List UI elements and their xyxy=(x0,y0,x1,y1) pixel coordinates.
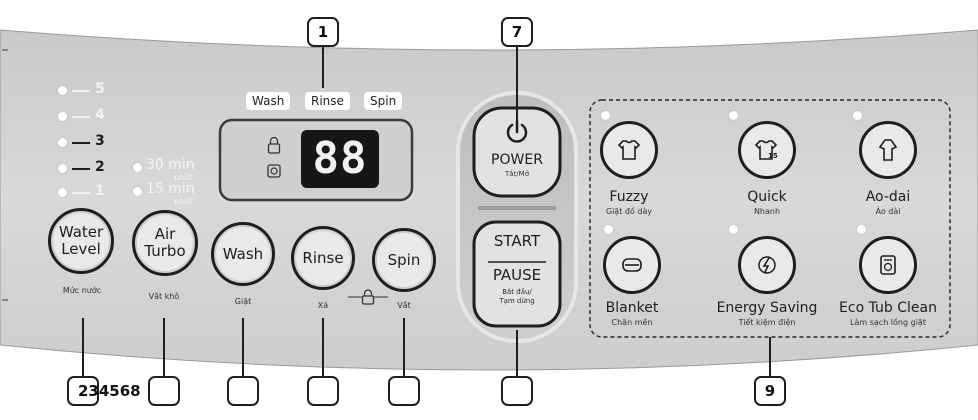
stage-spin-label: Spin xyxy=(364,92,403,110)
rinse-sublabel: Xả xyxy=(317,301,329,310)
blanket-icon xyxy=(622,258,642,272)
fuzzy-label: Fuzzy xyxy=(609,189,649,205)
water-level-1: 1 xyxy=(95,183,105,199)
shirt-icon xyxy=(617,140,641,160)
blanket-sublabel: Chăn mền xyxy=(611,318,653,327)
spin-button[interactable]: Spin xyxy=(372,228,436,292)
callout-6 xyxy=(388,376,420,406)
ao-dai-label: Ao-dai xyxy=(865,189,911,205)
callout-1: 1 xyxy=(307,17,339,47)
water-level-3: 3 xyxy=(95,133,105,149)
air-turbo-led-15 xyxy=(133,187,142,196)
callout-2 xyxy=(67,376,99,406)
water-level-led-4 xyxy=(58,112,67,121)
air-turbo-30-min: 30 min xyxy=(146,157,195,173)
pause-label: PAUSE xyxy=(492,266,542,284)
door-lock-icon xyxy=(267,136,281,154)
ao-dai-button[interactable] xyxy=(859,121,917,179)
ao-dai-icon xyxy=(878,139,898,161)
callout-4 xyxy=(227,376,259,406)
eco-tub-clean-button[interactable] xyxy=(859,236,917,294)
fuzzy-button[interactable] xyxy=(600,121,658,179)
stage-wash-label: Wash xyxy=(246,92,291,110)
quick-sublabel: Nhanh xyxy=(753,207,781,216)
ao-dai-sublabel: Áo dài xyxy=(875,207,901,216)
digit-display: 88 xyxy=(301,130,379,188)
tub-clean-icon xyxy=(880,255,896,275)
power-button[interactable]: POWER Tắt/Mở xyxy=(474,108,560,196)
start-pause-button[interactable]: START PAUSE Bắt đầu/ Tạm dừng xyxy=(474,222,560,326)
water-level-led-1 xyxy=(58,188,67,197)
start-label: START xyxy=(493,232,541,250)
callout-3 xyxy=(148,376,180,406)
tub-clean-indicator-icon xyxy=(267,164,281,178)
child-lock-icon xyxy=(361,289,375,305)
power-icon xyxy=(506,119,528,143)
energy-saving-icon xyxy=(758,256,776,274)
water-level-led-3 xyxy=(58,138,67,147)
quick-label: Quick xyxy=(747,189,787,205)
spin-sublabel: Vắt xyxy=(397,301,411,310)
display-digits: 88 xyxy=(312,133,368,184)
power-label: POWER xyxy=(491,152,543,168)
water-level-2: 2 xyxy=(95,159,105,175)
rinse-button[interactable]: Rinse xyxy=(291,226,355,290)
fuzzy-sublabel: Giặt đồ dày xyxy=(605,207,653,216)
energy-saving-label: Energy Saving xyxy=(716,300,818,316)
air-turbo-led-30 xyxy=(133,163,142,172)
quick-button[interactable]: 15 xyxy=(738,121,796,179)
energy-saving-button[interactable] xyxy=(738,236,796,294)
svg-text:15: 15 xyxy=(768,152,778,160)
eco-tub-clean-sublabel: Làm sạch lồng giặt xyxy=(850,318,926,327)
blanket-label: Blanket xyxy=(605,300,659,316)
quick-shirt-icon: 15 xyxy=(754,140,778,160)
merged-callout-numbers: 234568 xyxy=(78,382,141,400)
callout-5 xyxy=(307,376,339,406)
energy-saving-sublabel: Tiết kiệm điện xyxy=(738,318,796,327)
water-level-sublabel: Mức nước xyxy=(62,286,102,295)
water-level-4: 4 xyxy=(95,107,105,123)
water-level-led-5 xyxy=(58,86,67,95)
air-turbo-15-min: 15 min xyxy=(146,181,195,197)
eco-tub-clean-label: Eco Tub Clean xyxy=(839,300,937,316)
power-sublabel: Tắt/Mở xyxy=(505,170,529,178)
water-level-5: 5 xyxy=(95,81,105,97)
wash-button[interactable]: Wash xyxy=(211,222,275,286)
callout-9: 9 xyxy=(754,376,786,406)
wash-sublabel: Giặt xyxy=(234,297,252,306)
callout-8 xyxy=(501,376,533,406)
callout-7: 7 xyxy=(501,17,533,47)
stage-rinse-label: Rinse xyxy=(305,92,350,110)
blanket-button[interactable] xyxy=(603,236,661,294)
water-level-led-2 xyxy=(58,164,67,173)
air-turbo-sublabel: Vắt khô xyxy=(148,292,180,301)
